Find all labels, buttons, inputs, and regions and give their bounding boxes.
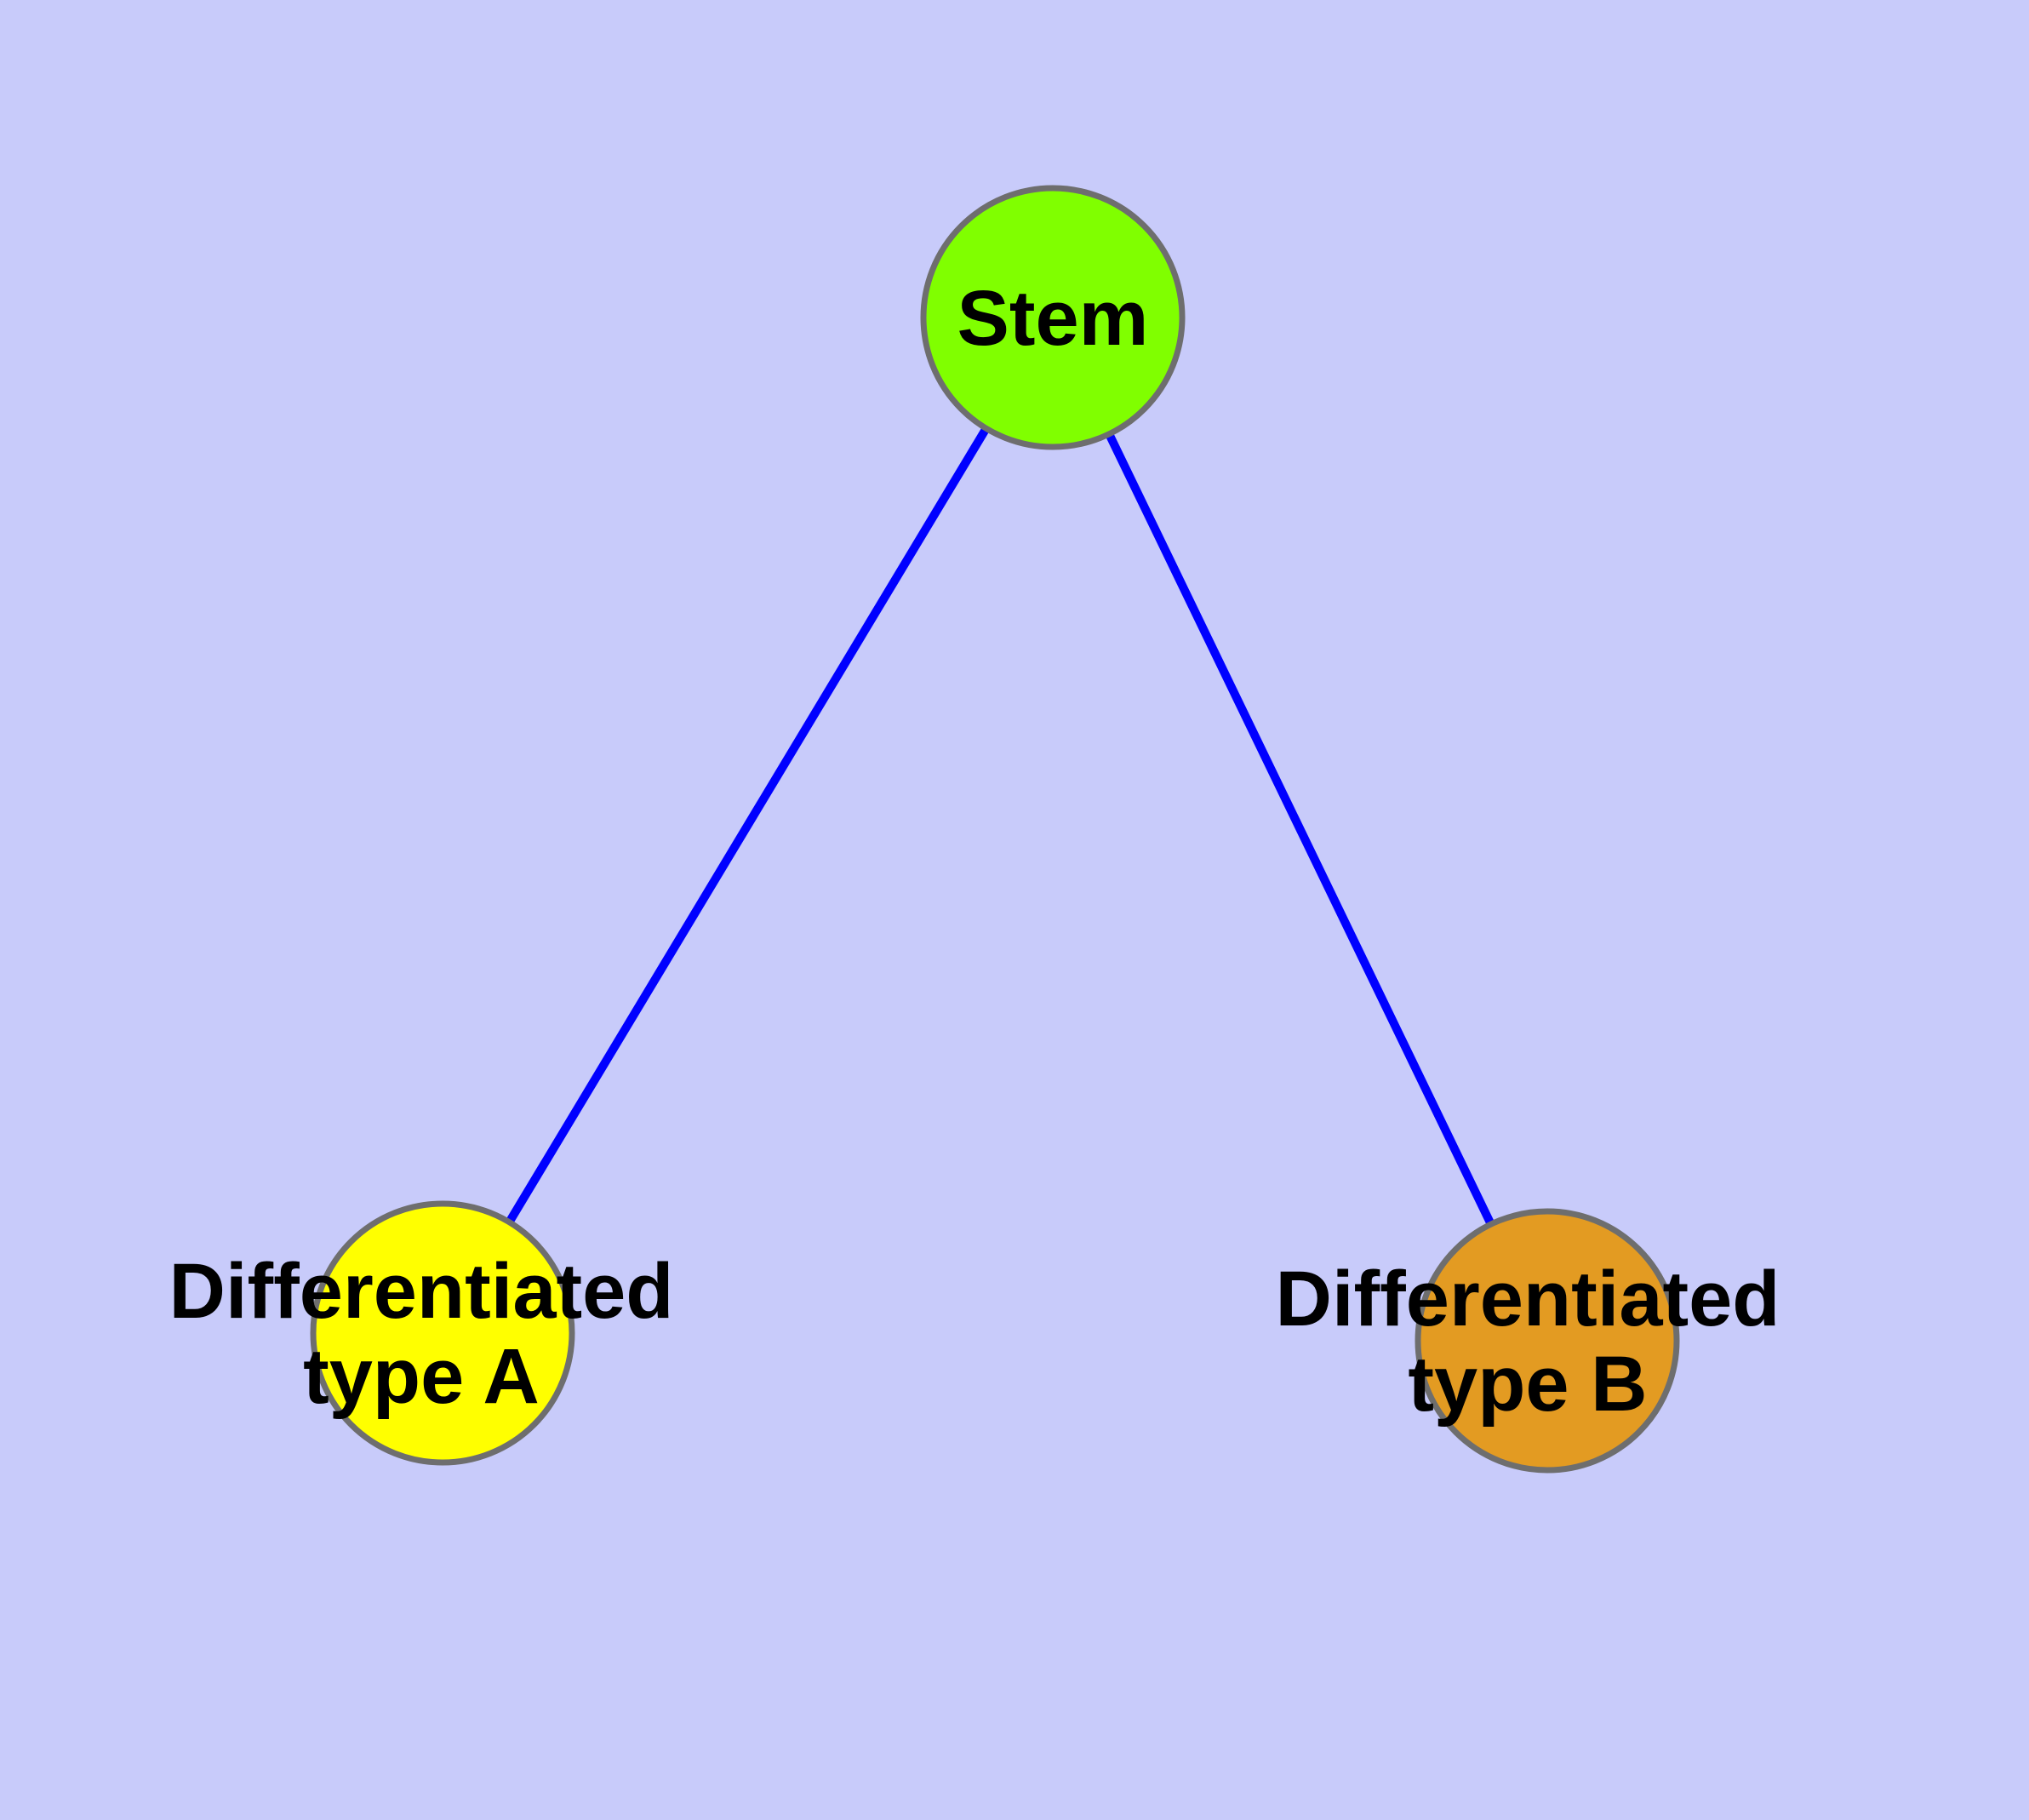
- node-label-line: Differentiated: [1276, 1256, 1780, 1342]
- graph-node-stem[interactable]: [920, 185, 1186, 450]
- node-label-line: Stem: [957, 275, 1149, 362]
- graph-edge-stem-to-type-a[interactable]: [438, 315, 1057, 1336]
- node-layer: [310, 185, 1680, 1474]
- graph-edge-stem-to-type-b[interactable]: [1049, 315, 1552, 1343]
- node-label-line: type A: [303, 1333, 540, 1420]
- graph-node-label-stem: Stem: [957, 275, 1149, 362]
- node-label-line: Differentiated: [169, 1248, 674, 1335]
- graph-node-diff-type-a[interactable]: [310, 1200, 575, 1466]
- edge-layer: [438, 315, 1552, 1343]
- graph-node-diff-type-b[interactable]: [1415, 1208, 1680, 1474]
- node-label-line: type B: [1408, 1341, 1647, 1428]
